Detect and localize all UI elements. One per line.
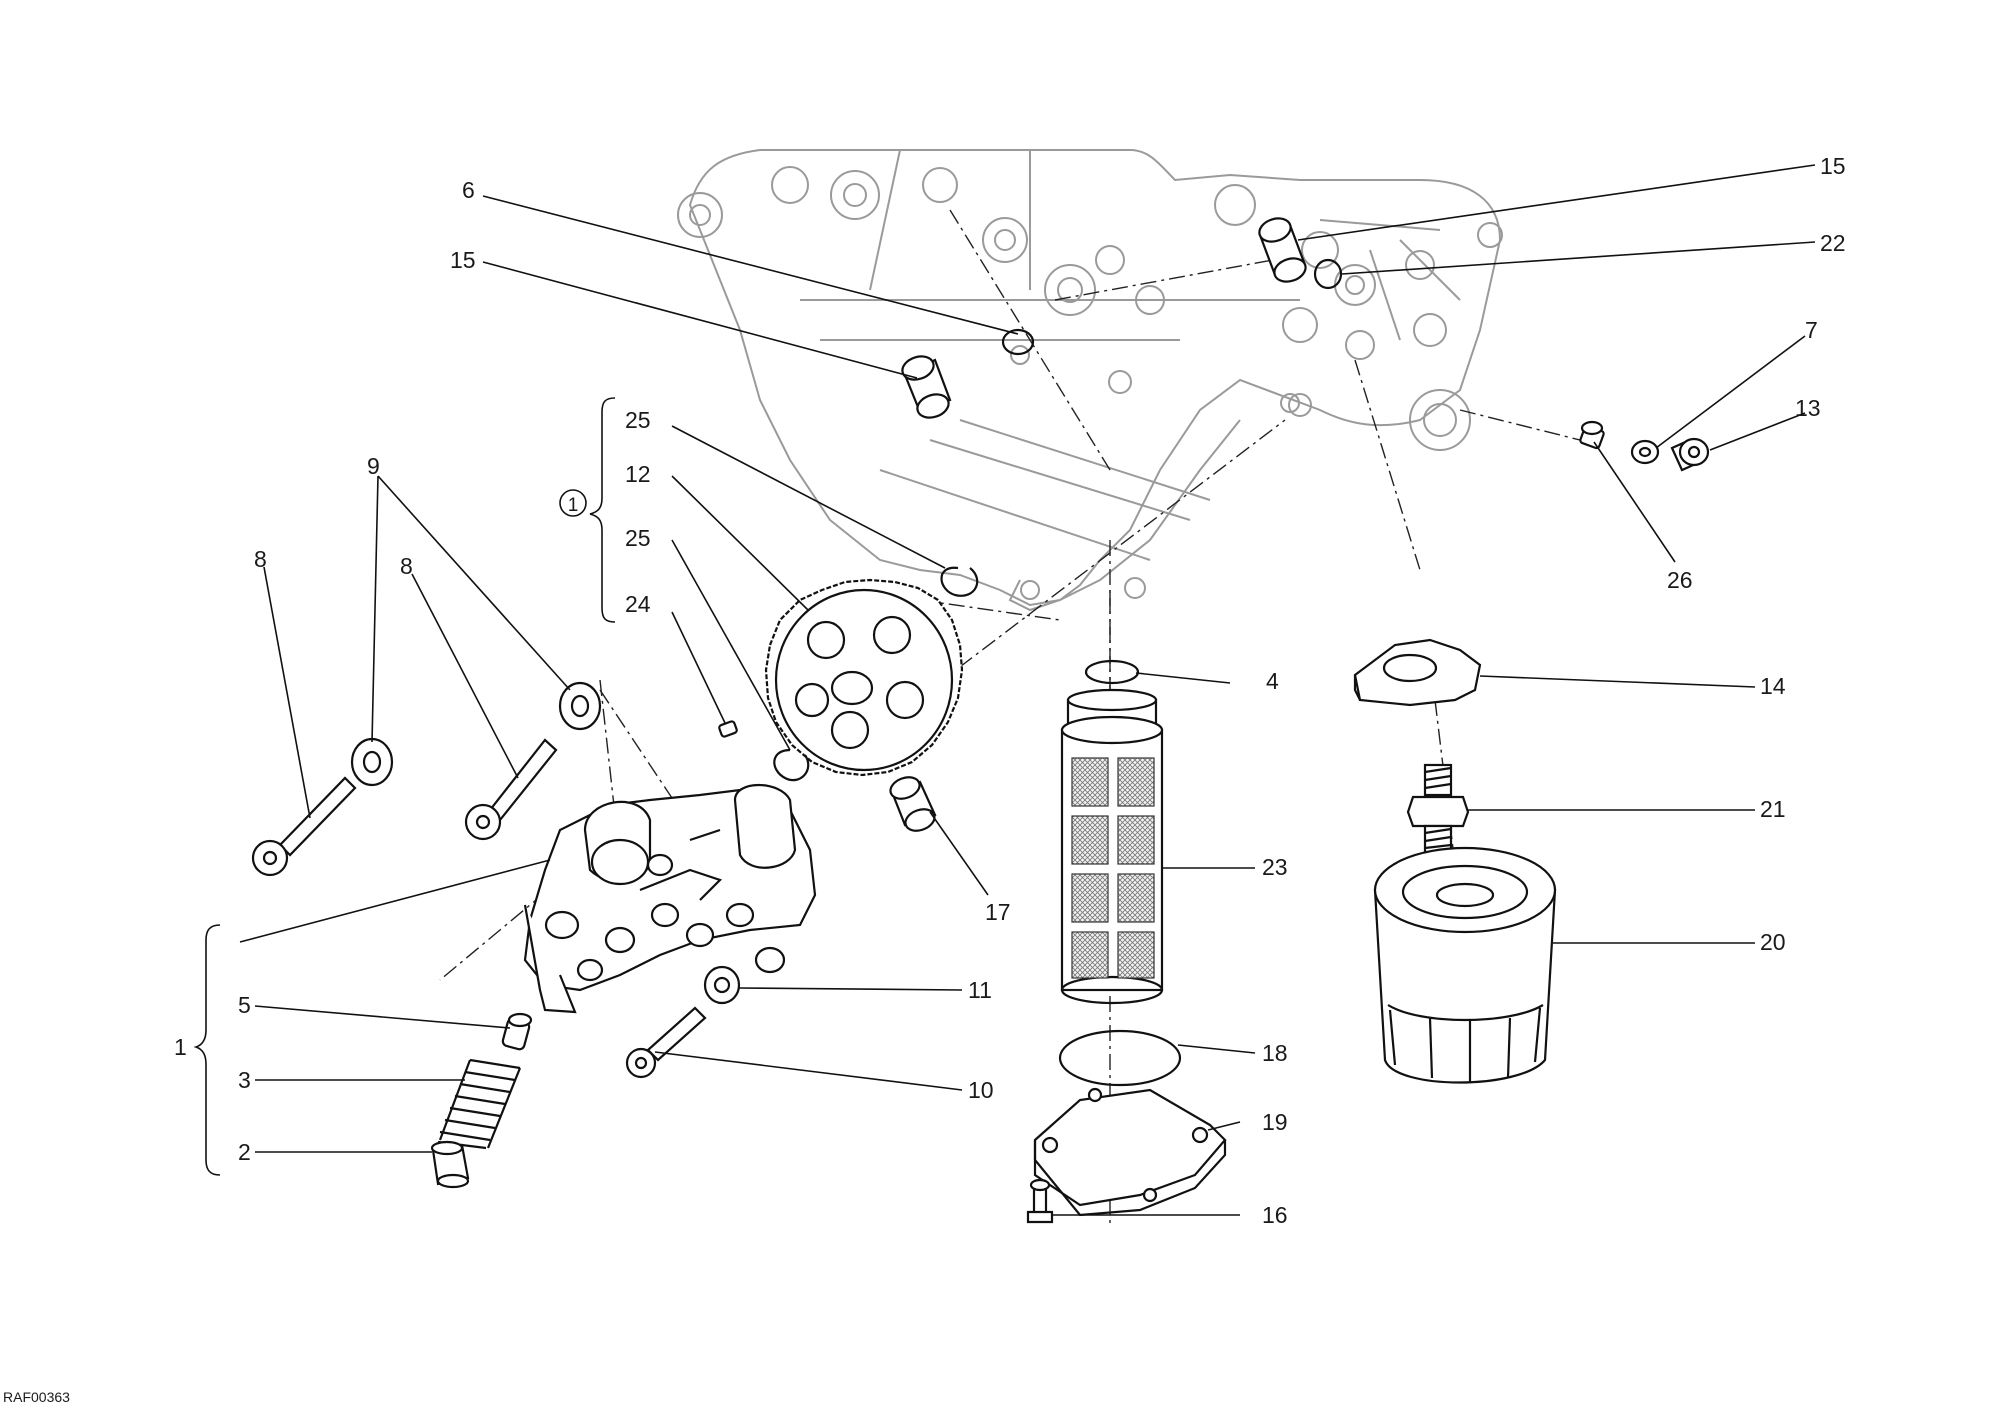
callout-18: 18: [1262, 1040, 1288, 1066]
callout-4: 4: [1266, 668, 1279, 694]
part-8-bolt-left: [251, 776, 357, 877]
callout-10: 10: [968, 1077, 994, 1103]
part-13-screw: [1670, 437, 1710, 472]
part-3-spring: [437, 1058, 522, 1150]
part-2-plug: [430, 1140, 470, 1189]
callout-labels: 6 15 15 22 7 13 26 25 12 25 24 9 8 8 4 1…: [174, 153, 1846, 1228]
part-19-cover: [1033, 1087, 1227, 1217]
part-20-oil-filter: [1373, 846, 1557, 1084]
leader-lines: [239, 164, 1816, 1216]
callout-9: 9: [367, 453, 380, 479]
part-15-bush-left: [901, 355, 952, 419]
part-4-oring: [1084, 659, 1140, 685]
part-7-washer: [1630, 439, 1660, 465]
drawing-code: RAF00363: [3, 1389, 70, 1405]
callout-22: 22: [1820, 230, 1846, 256]
crankcase-ghost: [677, 149, 1503, 612]
callout-24: 24: [625, 591, 651, 617]
callout-21: 21: [1760, 796, 1786, 822]
part-22-oring: [1313, 258, 1343, 290]
group-symbol-label: 1: [568, 495, 579, 516]
callout-17: 17: [985, 899, 1011, 925]
callout-20: 20: [1760, 929, 1786, 955]
callout-11: 11: [968, 977, 992, 1003]
part-5-valve: [501, 1012, 533, 1051]
callout-15-left: 15: [450, 247, 476, 273]
part-14-plate: [1353, 638, 1482, 707]
callout-2: 2: [238, 1139, 251, 1165]
part-17-bush: [889, 776, 937, 832]
part-25-circlip-upper: [940, 566, 979, 597]
part-23-mesh-filter: [1060, 688, 1164, 1005]
part-9-washer-right: [558, 681, 602, 731]
callout-25-upper: 25: [625, 407, 651, 433]
callout-8-left: 8: [254, 546, 267, 572]
group-bracket-kit: [589, 397, 616, 623]
callout-3: 3: [238, 1067, 251, 1093]
part-6-oring: [1001, 328, 1035, 356]
part-24-key: [718, 720, 738, 738]
part-8-bolt-right: [464, 738, 558, 841]
callout-6: 6: [462, 177, 475, 203]
group-symbol-circle: [559, 489, 587, 517]
part-16-screw: [1026, 1178, 1054, 1224]
part-21-nipple: [1406, 763, 1470, 854]
callout-13: 13: [1795, 395, 1821, 421]
part-12-gear: [764, 578, 964, 777]
callout-23: 23: [1262, 854, 1288, 880]
callout-16: 16: [1262, 1202, 1288, 1228]
part-1-oil-pump-body: [523, 783, 817, 1014]
part-26-plug: [1579, 420, 1605, 450]
callout-12: 12: [625, 461, 651, 487]
callout-14: 14: [1760, 673, 1786, 699]
callout-1: 1: [174, 1034, 187, 1060]
group-bracket-pump: [193, 924, 221, 1176]
callout-25-lower: 25: [625, 525, 651, 551]
part-18-oring: [1058, 1029, 1182, 1087]
callout-15-right: 15: [1820, 153, 1846, 179]
part-9-washer-left: [350, 737, 394, 787]
callout-5: 5: [238, 992, 251, 1018]
part-25-circlip-lower: [773, 748, 810, 782]
callout-8-right: 8: [400, 553, 413, 579]
callout-26: 26: [1667, 567, 1693, 593]
part-15-bush-right: [1258, 217, 1307, 283]
part-10-bolt: [625, 1006, 707, 1079]
callout-7: 7: [1805, 317, 1818, 343]
callout-19: 19: [1262, 1109, 1288, 1135]
part-11-washer: [703, 965, 741, 1005]
